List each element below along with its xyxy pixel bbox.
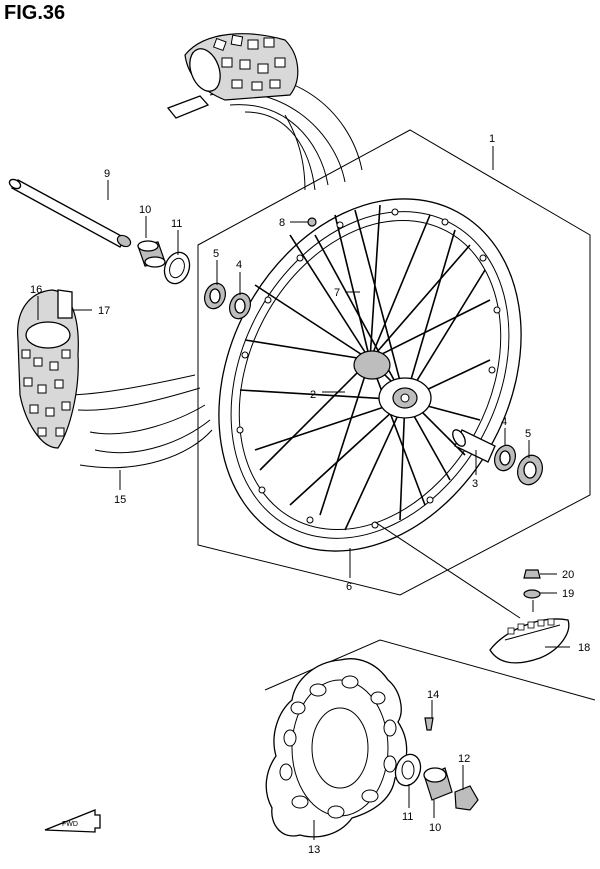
callout-12: 12 [458,753,470,765]
oil-seal-lower [394,753,422,787]
callout-9: 9 [104,168,110,180]
axle-collar-lower [423,767,453,801]
callout-7: 7 [334,287,340,299]
callout-14: 14 [427,689,439,701]
callout-10a: 10 [139,204,151,216]
bearing-right [494,444,516,472]
screw-8 [307,217,317,227]
callout-5b: 5 [525,428,531,440]
callout-5a: 5 [213,248,219,260]
callouts: 1 2 3 4 4 5 5 6 7 8 9 10 10 11 11 12 13 … [30,133,590,856]
fwd-label: FWD [62,821,78,828]
callout-2: 2 [310,389,316,401]
callout-18: 18 [578,642,590,654]
callout-17: 17 [98,305,110,317]
callout-11b: 11 [402,811,413,823]
callout-8: 8 [279,217,285,229]
oil-seal-right [517,454,543,486]
callout-13: 13 [308,844,320,856]
callout-11a: 11 [171,218,182,230]
fwd-arrow: FWD [44,809,101,833]
nut-20 [523,569,541,579]
axle-nut [454,785,479,811]
tire-front [17,289,213,469]
front-axle [8,178,132,248]
callout-19: 19 [562,588,574,600]
oil-seal-upper [163,251,191,285]
disc-bolt [424,717,434,731]
callout-16: 16 [30,284,42,296]
oil-seal-left [204,282,226,310]
callout-1: 1 [489,133,495,145]
distance-collar [452,429,496,463]
front-wheel [218,198,522,552]
callout-15: 15 [114,494,126,506]
callout-3: 3 [472,478,478,490]
axle-collar-upper [137,240,166,268]
bearing-left [229,292,251,320]
washer-19 [523,589,541,599]
callout-4a: 4 [236,259,242,271]
brake-disc [265,658,408,838]
tire-upper [166,33,363,191]
callout-6: 6 [346,581,352,593]
callout-4b: 4 [501,416,507,428]
callout-10b: 10 [429,822,441,834]
rim-lock [489,600,570,664]
figure-title: FIG.36 [4,2,66,24]
callout-20: 20 [562,569,574,581]
leader-lines [37,146,570,840]
